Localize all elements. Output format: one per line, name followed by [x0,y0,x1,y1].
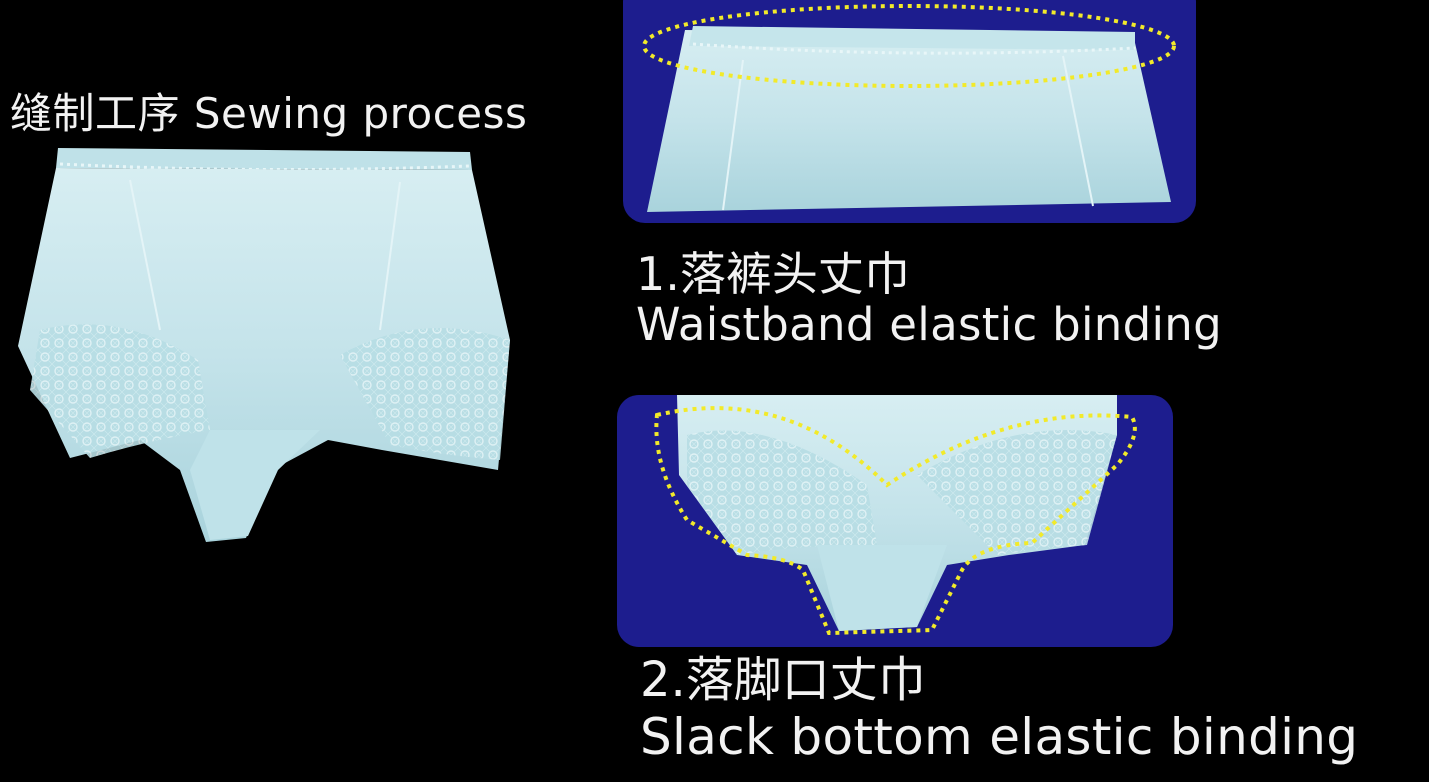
leg-opening-detail-panel [617,395,1173,647]
leg-opening-highlight [654,406,1137,636]
waistband [56,148,472,170]
brief-body [18,168,510,542]
waistband-detail-photo [642,4,1176,212]
step-2-title-cn: 2.落脚口丈巾 [640,652,926,708]
lace-panel-left [30,324,210,458]
page-title: 缝制工序 Sewing process [10,89,528,138]
leg-opening-detail-photo [654,395,1137,636]
lace-panel-right [340,328,510,460]
step-1-title-cn: 1.落裤头丈巾 [636,247,910,301]
gusset [190,430,320,540]
waistband-highlight [642,4,1176,88]
step-2-title-en: Slack bottom elastic binding [640,708,1359,766]
waistband-detail-panel [623,0,1196,223]
garment-photo [18,148,510,542]
step-1-title-en: Waistband elastic binding [636,298,1222,351]
